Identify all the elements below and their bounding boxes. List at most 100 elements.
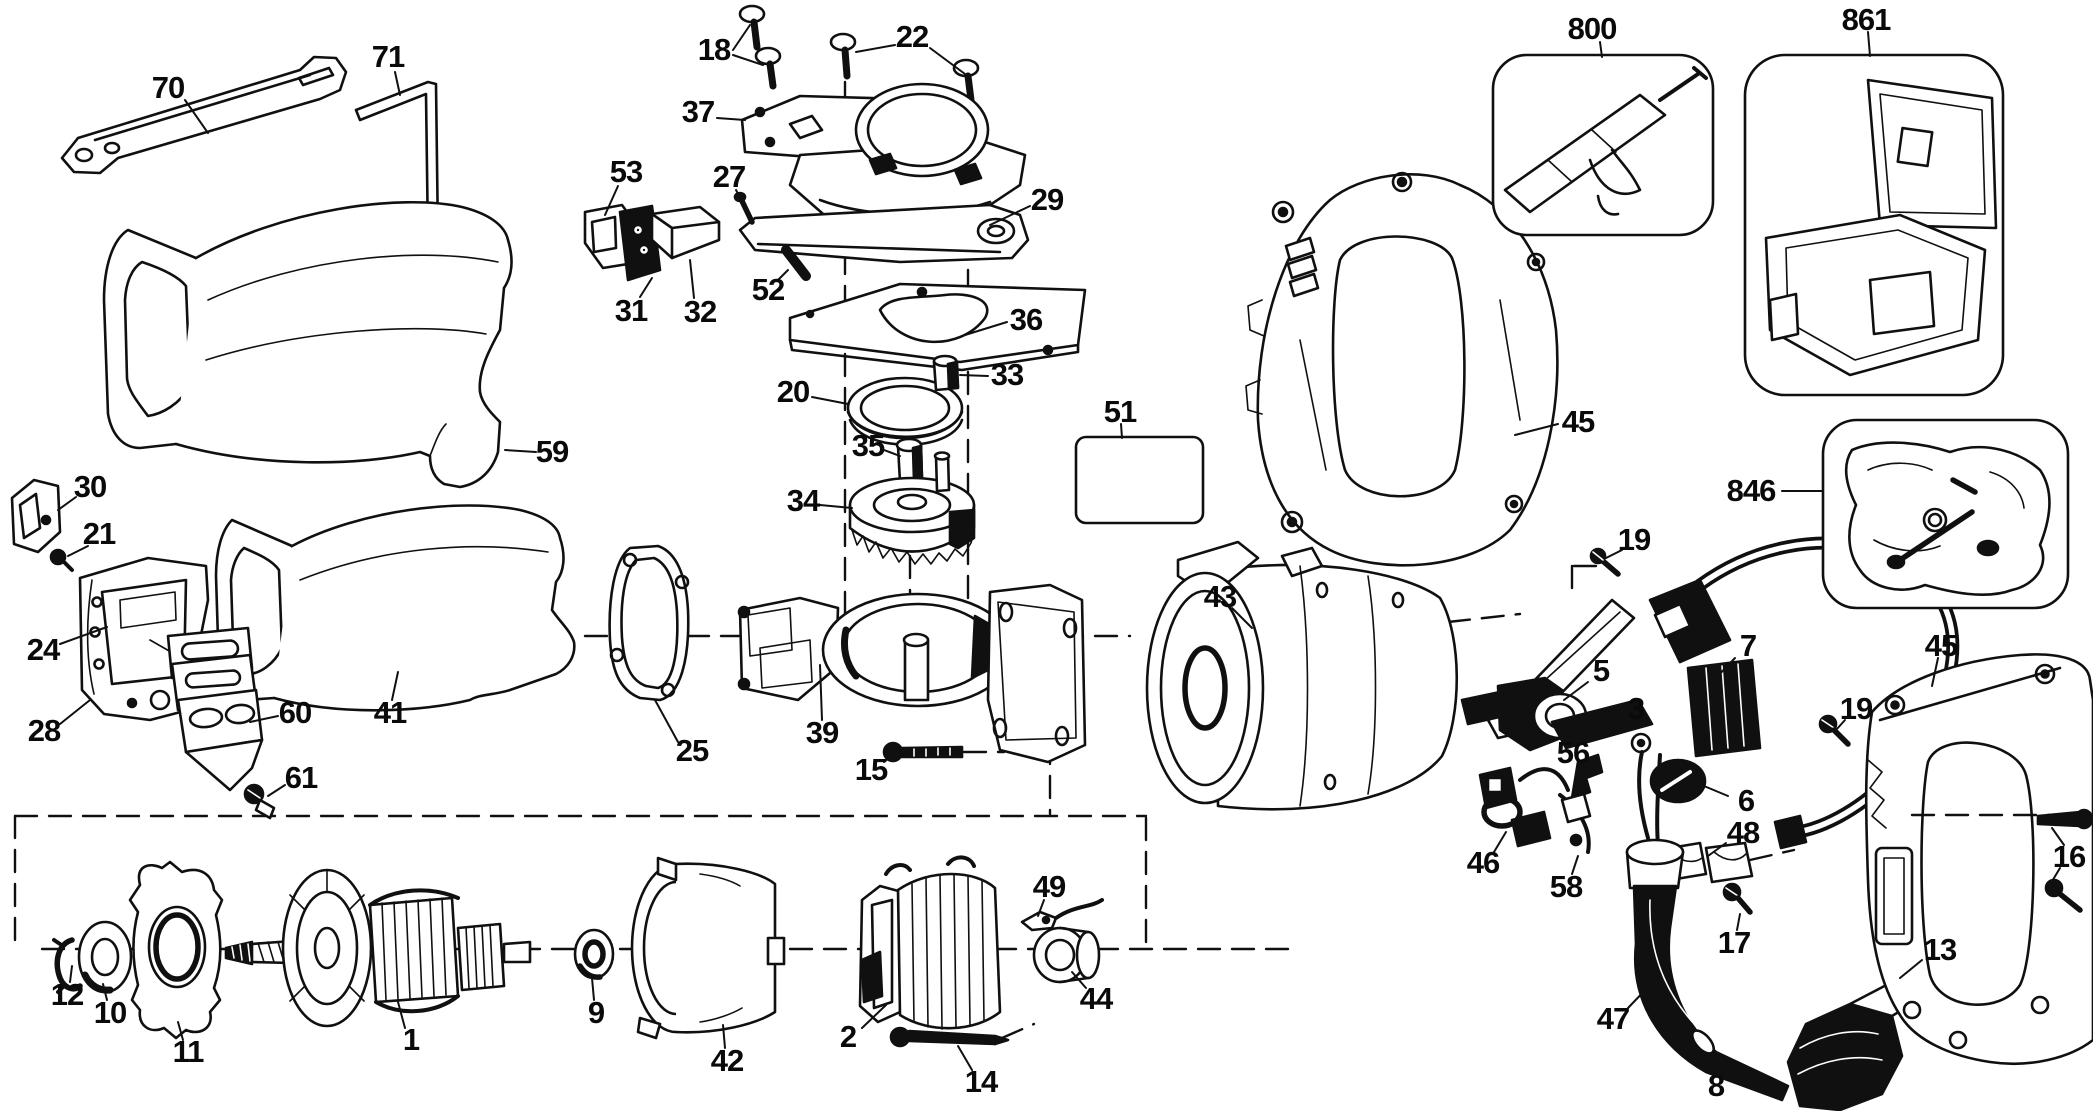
part-label-52: 52	[751, 272, 785, 307]
part-label-800: 800	[1567, 11, 1618, 46]
leader-line-51	[1120, 423, 1123, 439]
part-label-41: 41	[373, 695, 407, 730]
part-label-59: 59	[535, 434, 569, 469]
part-label-51: 51	[1103, 394, 1137, 429]
part-label-7: 7	[1739, 628, 1757, 663]
part-43-motor-housing	[1145, 540, 1459, 811]
part-label-42: 42	[710, 1043, 744, 1078]
leader-line-5	[1563, 681, 1589, 701]
part-label-846: 846	[1726, 473, 1777, 508]
leader-line-22	[929, 47, 966, 75]
part-20-ring-bearing	[846, 376, 964, 446]
part-label-20: 20	[776, 374, 810, 409]
part-label-24: 24	[26, 632, 60, 667]
leader-line-60	[249, 715, 279, 723]
part-label-17: 17	[1717, 925, 1751, 960]
part-label-33: 33	[990, 357, 1024, 392]
part-label-22: 22	[895, 19, 929, 54]
part-label-3: 3	[1627, 691, 1645, 726]
leader-line-41	[391, 671, 399, 701]
leader-line-1	[397, 1001, 406, 1029]
part-label-27: 27	[712, 159, 746, 194]
leader-line-19a	[1605, 549, 1623, 559]
part-31-module	[618, 204, 662, 282]
part-label-32: 32	[683, 294, 717, 329]
part-25-gasket	[608, 544, 690, 702]
leader-line-13	[1899, 959, 1923, 979]
leader-line-27	[735, 189, 745, 206]
part-label-58: 58	[1549, 869, 1583, 904]
leader-line-22	[855, 44, 896, 53]
leader-line-61	[267, 784, 286, 797]
leader-line-17	[1736, 913, 1741, 931]
part-21-screw	[49, 548, 74, 572]
part-label-35: 35	[851, 428, 885, 463]
leader-line-16	[2047, 867, 2061, 889]
part-18-screws	[738, 4, 782, 90]
part-22-screws	[829, 32, 980, 104]
leader-line-11	[177, 1021, 184, 1041]
part-label-16: 16	[2052, 839, 2086, 874]
part-61-screw-grommet	[243, 783, 276, 820]
part-9-bearing	[573, 928, 615, 980]
leader-line-31	[639, 277, 653, 298]
part-6-grommet	[1649, 758, 1707, 804]
leader-line-71	[394, 71, 401, 96]
leader-line-49	[1037, 899, 1045, 917]
part-label-11: 11	[172, 1034, 205, 1069]
part-label-43: 43	[1203, 579, 1237, 614]
part-label-53: 53	[609, 154, 643, 189]
part-label-28: 28	[27, 713, 61, 748]
leader-line-39	[819, 664, 823, 721]
part-label-70: 70	[151, 70, 185, 105]
leader-line-48	[1707, 842, 1727, 857]
part-3-link	[1550, 698, 1654, 754]
part-10-bearing	[77, 920, 133, 994]
part-36-shift-plates	[788, 282, 1087, 372]
leader-line-18	[732, 24, 751, 51]
leader-line-12	[69, 965, 73, 983]
leader-line-7	[1711, 657, 1736, 683]
part-label-37: 37	[681, 94, 715, 129]
part-2-field	[858, 855, 1002, 1030]
leader-line-18	[732, 54, 764, 66]
leader-line-35	[883, 449, 901, 457]
part-label-47: 47	[1596, 1001, 1630, 1036]
leader-line-30	[57, 496, 77, 511]
leader-line-19b	[1835, 719, 1846, 731]
part-label-29: 29	[1030, 182, 1064, 217]
part-33-pin	[932, 354, 960, 392]
leader-line-10	[102, 983, 108, 1001]
part-label-61: 61	[284, 760, 318, 795]
part-label-12: 12	[50, 977, 84, 1012]
part-label-1: 1	[402, 1022, 420, 1057]
leader-line-70	[184, 99, 209, 134]
part-label-45a: 45	[1561, 404, 1595, 439]
part-34-clutch-gear	[848, 451, 976, 565]
part-46-brush-holder	[1478, 766, 1570, 848]
leader-line-15	[883, 752, 896, 763]
part-1-armature	[224, 868, 532, 1028]
part-label-21: 21	[82, 516, 116, 551]
leader-line-44	[1071, 971, 1087, 989]
leader-line-14	[957, 1045, 973, 1071]
leader-line-53	[604, 185, 619, 216]
part-label-60: 60	[278, 695, 312, 730]
leader-line-29	[989, 205, 1031, 226]
part-label-44: 44	[1079, 981, 1113, 1016]
leader-line-3	[1597, 719, 1623, 734]
part-label-13: 13	[1923, 932, 1957, 967]
part-label-46: 46	[1466, 845, 1500, 880]
part-41-rear-boot	[214, 504, 576, 712]
leader-line-6	[1703, 785, 1729, 797]
part-label-31: 31	[614, 293, 648, 328]
leader-line-8	[1729, 1071, 1748, 1081]
leader-line-33	[959, 374, 989, 377]
part-label-2: 2	[839, 1019, 857, 1054]
leader-line-20	[811, 396, 849, 405]
part-15-screw	[882, 741, 964, 763]
part-label-56: 56	[1556, 735, 1590, 770]
leader-line-800	[1599, 41, 1603, 58]
part-52-pin	[781, 245, 811, 281]
